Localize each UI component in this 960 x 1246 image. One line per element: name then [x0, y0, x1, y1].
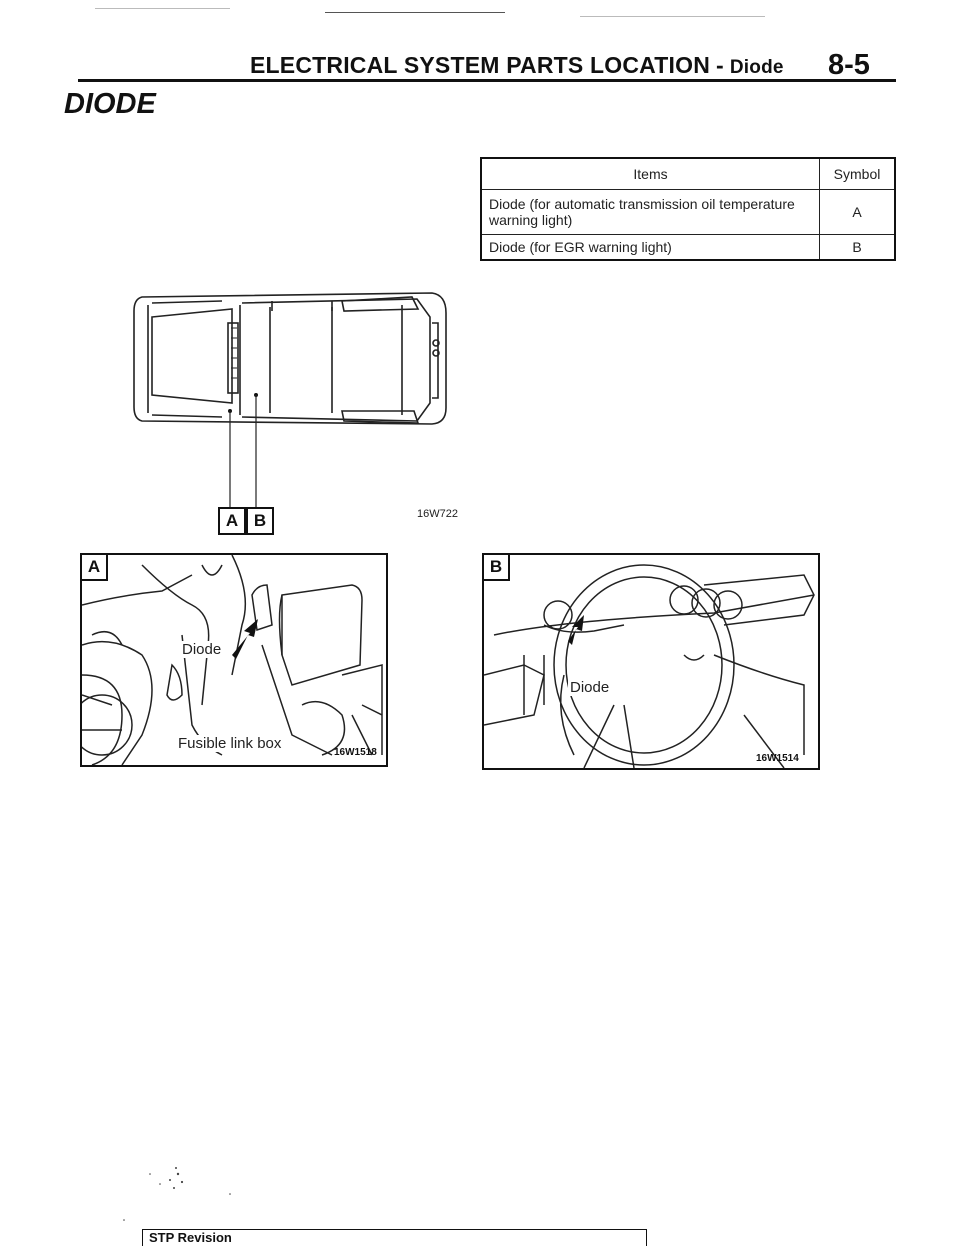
figure-code: 16W722 — [417, 508, 458, 520]
header-title-sub: Diode — [729, 57, 784, 78]
figure-code: 16W1518 — [334, 747, 377, 758]
detail-a-illustration: A Diode Fusible link box 16W1518 — [80, 553, 388, 767]
callout-diode: Diode — [568, 679, 612, 696]
scan-artifact-line — [580, 16, 765, 17]
location-label-b: B — [246, 507, 274, 535]
callout-fusible-link-box: Fusible link box — [176, 735, 284, 752]
vehicle-top-view-illustration — [132, 283, 452, 438]
header-rule — [78, 79, 896, 82]
section-title: DIODE — [64, 88, 156, 120]
table-row: Diode (for automatic transmission oil te… — [480, 189, 896, 235]
footer-revision-box: STP Revision — [142, 1229, 647, 1246]
page-header-title: ELECTRICAL SYSTEM PARTS LOCATION-Diode — [250, 52, 784, 79]
header-title-dash: - — [716, 52, 724, 78]
figure-code: 16W1514 — [756, 753, 799, 764]
item-cell: Diode (for automatic transmission oil te… — [480, 189, 820, 235]
scan-artifact-line — [95, 8, 230, 9]
page-number: 8-5 — [828, 49, 870, 81]
detail-b-illustration: B Diode 16W1514 — [482, 553, 820, 770]
header-items: Items — [480, 157, 820, 190]
table-header-row: Items Symbol — [480, 157, 896, 190]
symbol-cell: A — [819, 189, 896, 235]
callout-diode: Diode — [180, 641, 224, 658]
header-symbol: Symbol — [819, 157, 896, 190]
detail-tag-b: B — [482, 553, 510, 581]
header-title-main: ELECTRICAL SYSTEM PARTS LOCATION — [250, 52, 711, 78]
location-label-a: A — [218, 507, 246, 535]
leader-lines — [229, 395, 257, 507]
table-row: Diode (for EGR warning light) B — [480, 234, 896, 261]
symbol-cell: B — [819, 234, 896, 261]
diode-items-table: Items Symbol Diode (for automatic transm… — [480, 157, 896, 261]
scan-artifact-line — [325, 12, 505, 13]
detail-tag-a: A — [80, 553, 108, 581]
item-cell: Diode (for EGR warning light) — [480, 234, 820, 261]
scan-specks — [123, 1167, 231, 1221]
